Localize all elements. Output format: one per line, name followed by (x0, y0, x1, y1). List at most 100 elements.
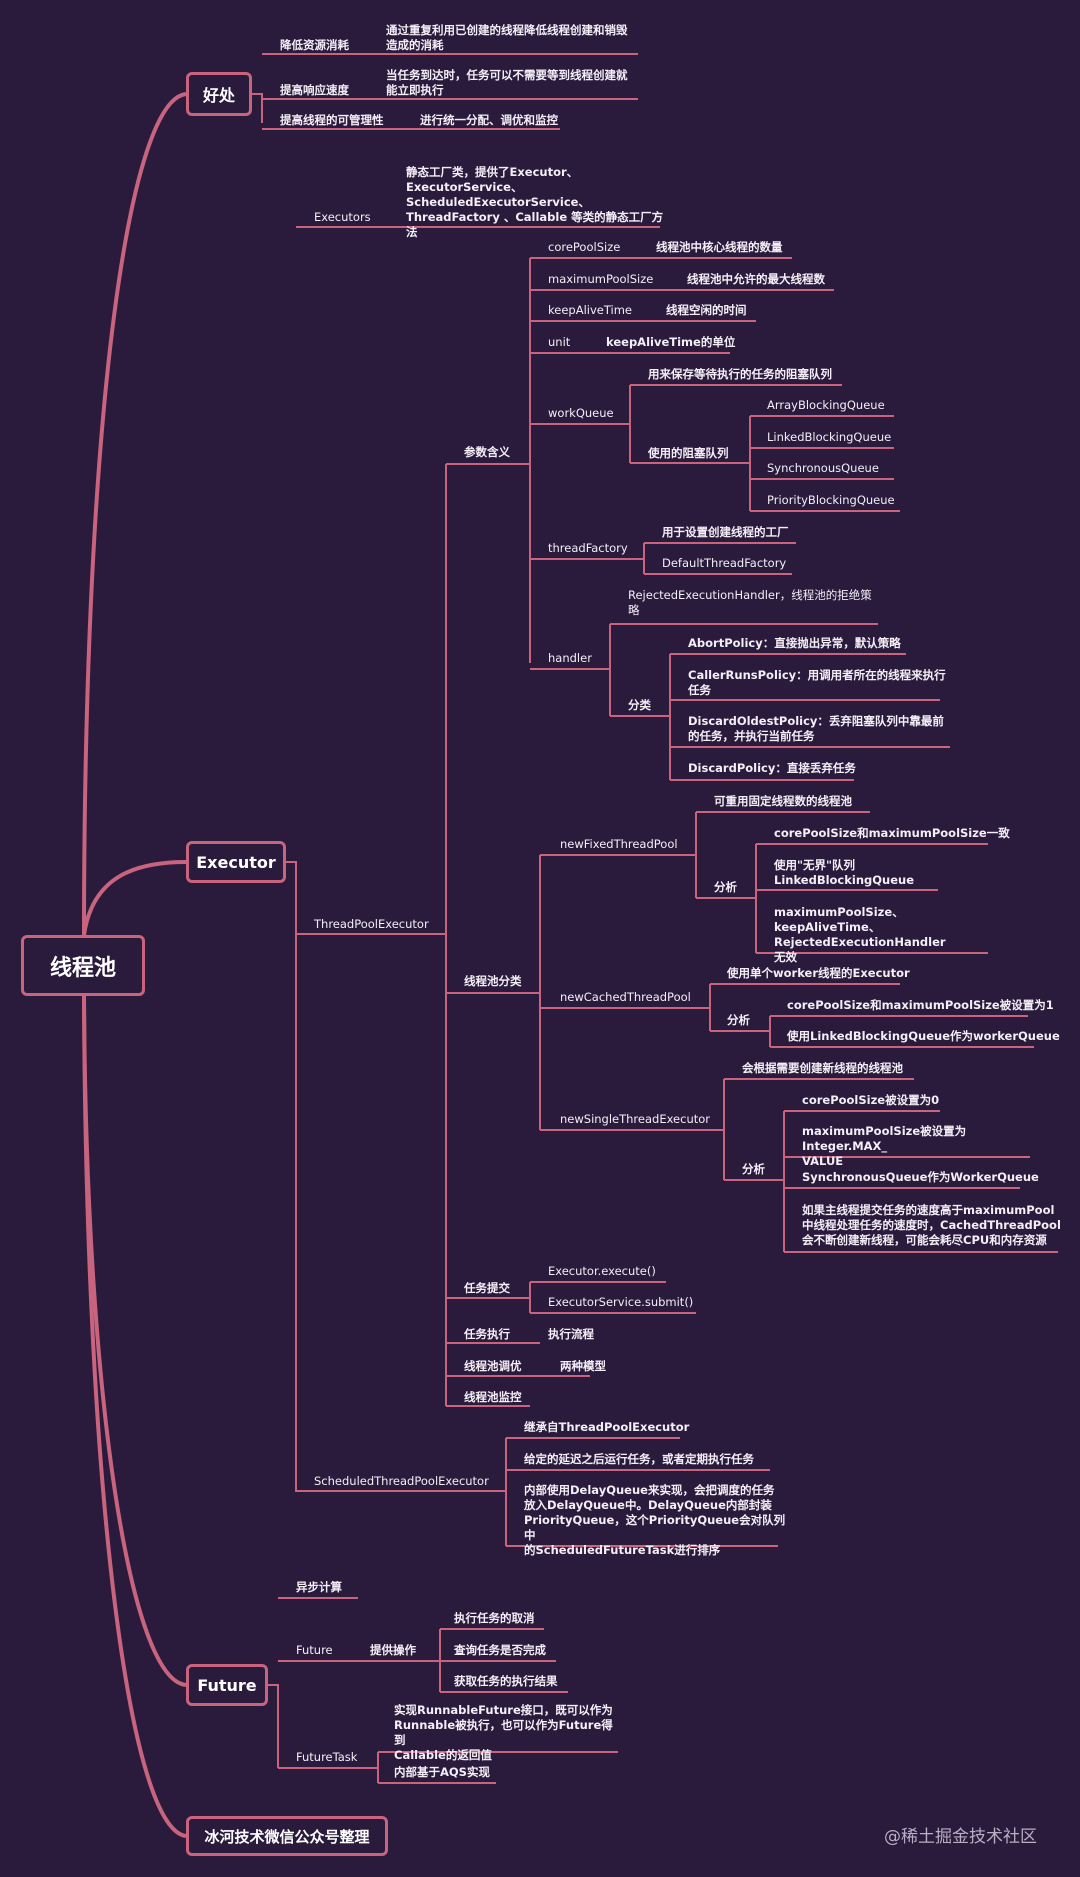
benefit-resource[interactable]: 降低资源消耗 (280, 38, 349, 52)
handler-abort[interactable]: AbortPolicy：直接抛出异常，默认策略 (688, 636, 901, 650)
fixed-analysis-1[interactable]: corePoolSize和maximumPoolSize一致 (774, 826, 1010, 840)
handler-discard[interactable]: DiscardPolicy：直接丢弃任务 (688, 761, 856, 775)
connector (709, 983, 900, 1032)
future-sub-node[interactable]: Future (296, 1643, 333, 1657)
param-handler[interactable]: handler (548, 651, 592, 665)
tune-node[interactable]: 线程池调优 (464, 1359, 522, 1373)
future-get[interactable]: 获取任务的执行结果 (454, 1674, 558, 1688)
cached-analysis-1[interactable]: corePoolSize和maximumPoolSize被设置为1 (787, 998, 1054, 1012)
connector (629, 384, 842, 464)
queue-array[interactable]: ArrayBlockingQueue (767, 398, 885, 412)
type-cached[interactable]: newCachedThreadPool (560, 990, 691, 1004)
single-analysis-4[interactable]: 如果主线程提交任务的速度高于maximumPool 中线程处理任务的速度时，Ca… (802, 1203, 1061, 1247)
stpe-delay[interactable]: 给定的延迟之后运行任务，或者定期执行任务 (524, 1452, 754, 1466)
handler-desc[interactable]: RejectedExecutionHandler，线程池的拒绝策 略 (628, 588, 872, 617)
connector (278, 1597, 440, 1769)
async-node[interactable]: 异步计算 (296, 1580, 342, 1594)
stpe-delayqueue[interactable]: 内部使用DelayQueue来实现，会把调度的任务 放入DelayQueue中。… (524, 1483, 786, 1557)
params-node[interactable]: 参数含义 (464, 445, 510, 459)
exec-node[interactable]: 任务执行 (464, 1327, 510, 1341)
fixed-desc[interactable]: 可重用固定线程数的线程池 (714, 794, 852, 808)
queue-priority[interactable]: PriorityBlockingQueue (767, 493, 895, 507)
future-done[interactable]: 查询任务是否完成 (454, 1643, 546, 1657)
handler-discard-oldest[interactable]: DiscardOldestPolicy：丢弃阻塞队列中靠最前 的任务，并执行当前… (688, 714, 944, 743)
fixed-analysis-3[interactable]: maximumPoolSize、keepAliveTime、 RejectedE… (774, 905, 946, 964)
connector (539, 854, 724, 1131)
handler-category[interactable]: 分类 (628, 698, 651, 712)
executors-node[interactable]: Executors (314, 210, 371, 224)
param-keep[interactable]: keepAliveTime (548, 303, 632, 317)
single-analysis-2[interactable]: maximumPoolSize被设置为Integer.MAX_ VALUE (802, 1124, 967, 1168)
exec-desc[interactable]: 执行流程 (548, 1327, 594, 1341)
submit-node[interactable]: 任务提交 (464, 1281, 510, 1295)
threadfactory-desc[interactable]: 用于设置创建线程的工厂 (662, 525, 789, 539)
connector (530, 257, 834, 670)
fixed-analysis[interactable]: 分析 (714, 880, 737, 894)
param-unit-desc[interactable]: keepAliveTime的单位 (606, 335, 736, 349)
param-workqueue[interactable]: workQueue (548, 406, 614, 420)
futuretask-impl[interactable]: 实现RunnableFuture接口，既可以作为 Runnable被执行，也可以… (394, 1703, 613, 1762)
submit-execute[interactable]: Executor.execute() (548, 1264, 656, 1278)
param-core[interactable]: corePoolSize (548, 240, 621, 254)
cached-desc[interactable]: 使用单个worker线程的Executor (727, 966, 910, 980)
executors-desc[interactable]: 静态工厂类，提供了Executor、 ExecutorService、 Sche… (406, 165, 664, 239)
connector (377, 1751, 618, 1784)
param-max[interactable]: maximumPoolSize (548, 272, 654, 286)
root-node[interactable]: 线程池 (21, 935, 145, 996)
single-desc[interactable]: 会根据需要创建新线程的线程池 (742, 1061, 903, 1075)
connector (439, 1628, 568, 1693)
single-analysis-1[interactable]: corePoolSize被设置为0 (802, 1093, 940, 1107)
param-unit[interactable]: unit (548, 335, 571, 349)
handler-caller[interactable]: CallerRunsPolicy：用调用者所在的线程来执行 任务 (688, 668, 946, 697)
type-single[interactable]: newSingleThreadExecutor (560, 1112, 711, 1126)
future-node[interactable]: Future (186, 1664, 268, 1706)
stpe-node[interactable]: ScheduledThreadPoolExecutor (314, 1474, 489, 1488)
benefit-manage[interactable]: 提高线程的可管理性 (280, 113, 384, 127)
monitor-node[interactable]: 线程池监控 (464, 1390, 522, 1404)
root-to-future (82, 995, 187, 1687)
tune-desc[interactable]: 两种模型 (560, 1359, 606, 1373)
benefits-node[interactable]: 好处 (186, 72, 252, 116)
futuretask-node[interactable]: FutureTask (296, 1750, 358, 1764)
connector (268, 1684, 279, 1768)
connector (643, 542, 796, 575)
workqueue-desc[interactable]: 用来保存等待执行的任务的阻塞队列 (648, 367, 832, 381)
submit-submit[interactable]: ExecutorService.submit() (548, 1295, 694, 1309)
threadfactory-default[interactable]: DefaultThreadFactory (662, 556, 787, 570)
watermark: @稀土掘金技术社区 (884, 1827, 1037, 1847)
queue-sync[interactable]: SynchronousQueue (767, 461, 879, 475)
futuretask-aqs[interactable]: 内部基于AQS实现 (394, 1765, 490, 1779)
types-node[interactable]: 线程池分类 (464, 974, 522, 988)
connector (783, 1110, 1058, 1253)
stpe-inherit[interactable]: 继承自ThreadPoolExecutor (524, 1420, 690, 1434)
workqueue-used[interactable]: 使用的阻塞队列 (648, 446, 729, 460)
executor-node[interactable]: Executor (186, 841, 286, 883)
root-to-executor (82, 860, 187, 936)
connector (529, 1281, 696, 1314)
credit-node[interactable]: 冰河技术微信公众号整理 (186, 1816, 388, 1856)
connector (755, 843, 988, 954)
single-analysis[interactable]: 分析 (742, 1162, 765, 1176)
param-max-desc[interactable]: 线程池中允许的最大线程数 (687, 272, 825, 286)
param-core-desc[interactable]: 线程池中核心线程的数量 (656, 240, 783, 254)
future-ops[interactable]: 提供操作 (370, 1643, 416, 1657)
connector (669, 653, 950, 781)
connector (609, 623, 878, 717)
future-cancel[interactable]: 执行任务的取消 (454, 1611, 535, 1625)
queue-linked[interactable]: LinkedBlockingQueue (767, 430, 892, 444)
connector (505, 1437, 778, 1547)
benefit-manage-desc[interactable]: 进行统一分配、调优和监控 (420, 113, 558, 127)
type-fixed[interactable]: newFixedThreadPool (560, 837, 678, 851)
param-keep-desc[interactable]: 线程空闲的时间 (666, 303, 747, 317)
benefit-response[interactable]: 提高响应速度 (280, 83, 349, 97)
tpe-node[interactable]: ThreadPoolExecutor (314, 917, 429, 931)
cached-analysis[interactable]: 分析 (727, 1013, 750, 1027)
cached-analysis-2[interactable]: 使用LinkedBlockingQueue作为workerQueue (787, 1029, 1060, 1043)
single-analysis-3[interactable]: SynchronousQueue作为WorkerQueue (802, 1170, 1039, 1184)
param-threadfactory[interactable]: threadFactory (548, 541, 628, 555)
benefit-response-desc[interactable]: 当任务到达时，任务可以不需要等到线程创建就能立即执行 (386, 68, 628, 97)
connector (286, 861, 297, 1492)
fixed-analysis-2[interactable]: 使用"无界"队列 LinkedBlockingQueue (774, 858, 915, 887)
benefit-resource-desc[interactable]: 通过重复利用已创建的线程降低线程创建和销毁造成的消耗 (386, 23, 628, 52)
